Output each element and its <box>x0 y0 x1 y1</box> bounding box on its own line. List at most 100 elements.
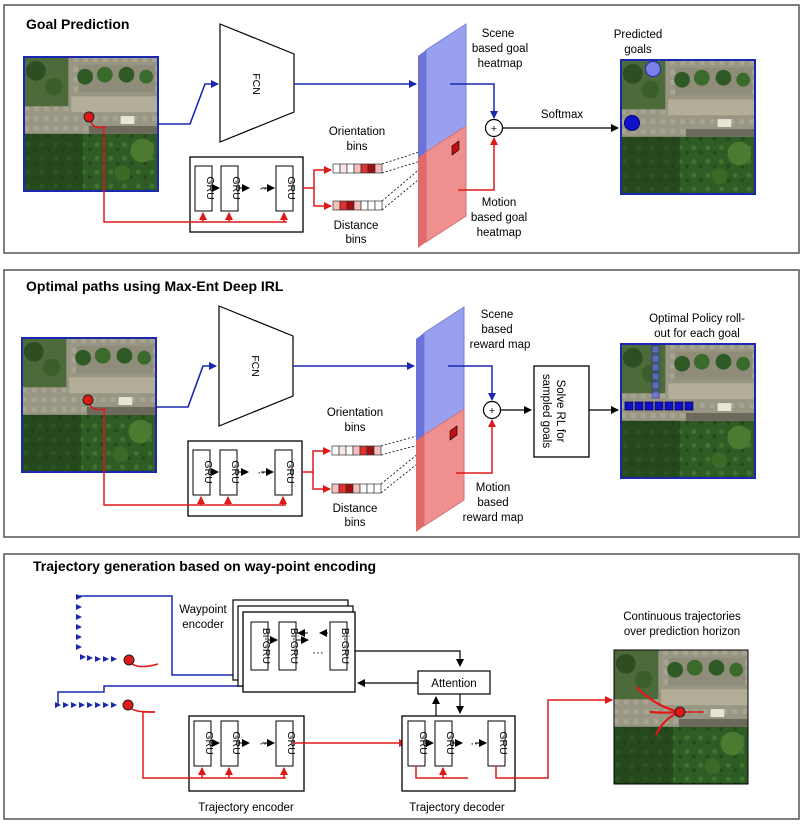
sum-symbol: + <box>489 405 495 417</box>
traj-dec-dots: ··· <box>470 738 482 750</box>
attention-label: Attention <box>431 678 476 690</box>
solve-rl-block: Solve RL for sampled goals <box>533 365 590 458</box>
waypoint-encoder-label-2: encoder <box>182 619 224 631</box>
predicted-goals-label-1: Predicted <box>614 29 663 41</box>
sum-node <box>482 400 502 420</box>
scene-heatmap: Scene based goal heatmap <box>418 23 528 172</box>
gru-dots: ··· <box>257 467 269 479</box>
sum-symbol: + <box>491 123 497 135</box>
distance-bins-label-1: Distance <box>334 220 379 232</box>
fcn-block: FCN <box>218 305 294 427</box>
panel1-frame <box>3 4 800 254</box>
softmax-label: Softmax <box>541 109 583 121</box>
motion-heatmap-label-3: heatmap <box>477 227 522 239</box>
motion-heatmap: Motion based goal heatmap <box>418 125 527 248</box>
policy-path-horizontal <box>624 401 694 411</box>
goal-marker-2 <box>624 115 640 131</box>
panel3-frame <box>3 553 800 820</box>
trajectory-encoder-label: Trajectory encoder <box>198 802 294 814</box>
orientation-bins: Orientation bins <box>329 126 385 174</box>
orientation-bins-label-2: bins <box>346 141 367 153</box>
motion-reward-label-1: Motion <box>476 482 511 494</box>
agent-marker-lower <box>122 699 134 711</box>
predicted-goals-label-2: goals <box>624 44 652 56</box>
gru-dots: ··· <box>259 183 271 195</box>
continuous-label-1: Continuous trajectories <box>623 611 741 623</box>
traj-enc-gru-3: GRU <box>285 731 297 754</box>
gru-cell-1: GRU <box>202 460 214 483</box>
predicted-goals-image: Predicted goals <box>614 29 756 195</box>
traj-enc-gru-2: GRU <box>230 731 242 754</box>
goal-prediction-panel: Goal Prediction FCN GRU GRU GRU ··· <box>3 4 800 254</box>
panel2-frame <box>3 269 800 538</box>
motion-reward-map: Motion based reward map <box>416 408 524 532</box>
panel1-title: Goal Prediction <box>26 16 129 32</box>
motion-reward-label-2: based <box>477 497 508 509</box>
distance-bins-label-1: Distance <box>333 503 378 515</box>
fcn-label: FCN <box>250 73 262 95</box>
traj-dec-gru-2: GRU <box>444 731 456 754</box>
continuous-trajectories-image: Continuous trajectories over prediction … <box>613 611 749 785</box>
policy-rollout-image: Optimal Policy roll- out for each goal <box>620 313 756 479</box>
policy-rollout-label-2: out for each goal <box>654 328 740 340</box>
gru-encoder: GRU GRU GRU ··· <box>189 156 304 233</box>
scene-reward-map: Scene based reward map <box>416 306 531 456</box>
orientation-bins-label-1: Orientation <box>327 407 383 419</box>
waypoint-encoder-label-1: Waypoint <box>179 604 227 616</box>
scene-image <box>21 337 157 473</box>
agent-position-marker <box>83 111 95 123</box>
traj-dec-gru-3: GRU <box>497 731 509 754</box>
motion-heatmap-label-2: based goal <box>471 212 527 224</box>
optimal-paths-panel: Optimal paths using Max-Ent Deep IRL FCN… <box>3 269 800 538</box>
panel3-title: Trajectory generation based on way-point… <box>33 558 376 574</box>
gru-cell-1: GRU <box>204 176 216 199</box>
gru-cell-2: GRU <box>229 460 241 483</box>
panel2-title: Optimal paths using Max-Ent Deep IRL <box>26 278 284 294</box>
trajectory-decoder: GRU GRU GRU ··· Trajectory decoder <box>401 715 516 814</box>
waypoint-sequence-lower <box>55 702 117 708</box>
attention-block: Attention <box>417 670 491 695</box>
orientation-bins-label-1: Orientation <box>329 126 385 138</box>
fcn-label: FCN <box>249 355 261 377</box>
traj-enc-gru-1: GRU <box>203 731 215 754</box>
trajectory-generation-panel: Trajectory generation based on way-point… <box>3 553 800 820</box>
agent-marker-upper <box>123 654 135 666</box>
motion-reward-label-3: reward map <box>463 512 524 524</box>
waypoint-encoder: Bi-GRU Bi-GRU Bi-GRU ··· Waypoint encode… <box>179 599 356 693</box>
gru-cell-2: GRU <box>230 176 242 199</box>
scene-reward-label-1: Scene <box>481 309 514 321</box>
scene-heatmap-label-3: heatmap <box>478 58 523 70</box>
scene-reward-label-2: based <box>481 324 512 336</box>
solve-rl-label-1: Solve RL for <box>554 380 566 443</box>
solve-rl-label-2: sampled goals <box>540 374 552 448</box>
distance-bins-label-2: bins <box>345 234 366 246</box>
traj-dec-gru-1: GRU <box>417 731 429 754</box>
sum-node <box>484 118 504 138</box>
distance-bins: Distance bins <box>332 200 383 246</box>
distance-bins: Distance bins <box>331 483 382 529</box>
bigru-cell-3: Bi-GRU <box>339 628 351 664</box>
scene-heatmap-label-1: Scene <box>482 28 515 40</box>
policy-path-vertical <box>651 345 660 399</box>
policy-rollout-label-1: Optimal Policy roll- <box>649 313 745 325</box>
gru-cell-3: GRU <box>284 460 296 483</box>
trajectory-decoder-label: Trajectory decoder <box>409 802 505 814</box>
bigru-cell-1: Bi-GRU <box>260 628 272 664</box>
goal-marker-1 <box>645 61 661 77</box>
agent-marker <box>674 706 686 718</box>
motion-heatmap-label-1: Motion <box>482 197 517 209</box>
scene-image <box>23 56 159 192</box>
orientation-bins-label-2: bins <box>344 422 365 434</box>
traj-enc-dots: ··· <box>259 738 271 750</box>
trajectory-encoder: GRU GRU GRU ··· Trajectory encoder <box>188 715 305 814</box>
scene-heatmap-label-2: based goal <box>472 43 528 55</box>
continuous-label-2: over prediction horizon <box>624 626 740 638</box>
distance-bins-label-2: bins <box>344 517 365 529</box>
agent-position-marker <box>82 394 94 406</box>
fcn-block: FCN <box>219 23 295 143</box>
bigru-dots: ··· <box>312 647 324 659</box>
gru-cell-3: GRU <box>285 176 297 199</box>
scene-reward-label-3: reward map <box>470 339 531 351</box>
orientation-bins: Orientation bins <box>327 407 383 456</box>
